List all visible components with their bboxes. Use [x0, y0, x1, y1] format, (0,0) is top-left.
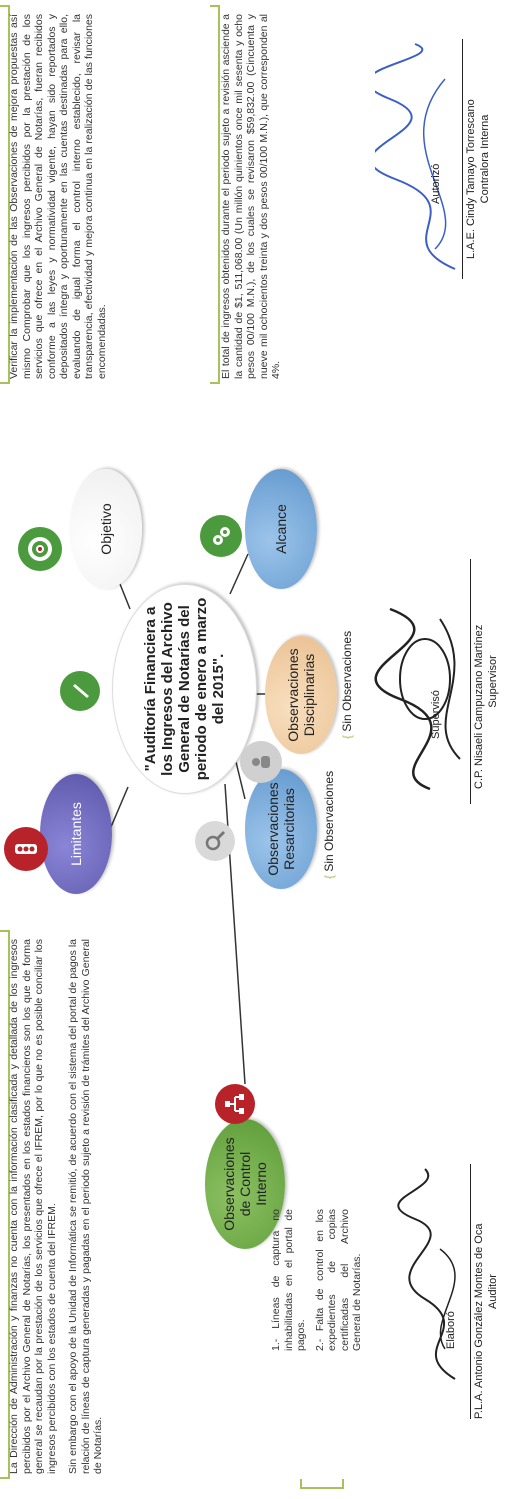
node-limitantes: Limitantes: [40, 774, 112, 894]
objetivo-text: Verificar la implementación de las Obser…: [8, 14, 117, 379]
elaboro-name: P.L.A. Antonio González Montes de Oca: [473, 1223, 485, 1419]
superviso-label: Supervisó: [430, 690, 442, 739]
gears-icon: [200, 515, 242, 557]
node-alcance-label: Alcance: [273, 504, 289, 554]
alcance-paragraph: El total de ingresos obtenidos durante e…: [220, 14, 282, 379]
elaboro-label: Elaboró: [445, 1311, 457, 1349]
disciplinarias-status: Sin Observaciones: [340, 630, 354, 732]
control-interno-text: 1.- Líneas de captura no inhabilitadas e…: [270, 1209, 373, 1351]
node-resarcitorias-label: Observaciones Resarcitorias: [265, 782, 297, 876]
target-icon: [18, 527, 62, 571]
superviso-name: C.P. Nisaeli Campuzano Martínez: [473, 624, 485, 789]
autorizo-name: L.A.E. Cindy Tamayo Torrescano: [465, 99, 477, 259]
control-interno-item-1: 1.- Líneas de captura no inhabilitadas e…: [270, 1209, 307, 1351]
elaboro-role: Auditor: [487, 1274, 499, 1309]
traffic-light-icon: [4, 827, 48, 871]
superviso-role: Supervisor: [487, 655, 499, 708]
node-resarcitorias: Observaciones Resarcitorias: [245, 769, 317, 889]
org-chart-icon: [215, 1084, 255, 1124]
control-interno-item-2: 2.- Falta de control en los expedientes …: [313, 1209, 364, 1351]
limitantes-paragraph-1: La Dirección de Administración y finanza…: [8, 939, 58, 1474]
elaboro-rule: [470, 1164, 471, 1419]
limitantes-paragraph-2: Sin embargo con el apoyo de la Unidad de…: [67, 939, 104, 1474]
resarcitorias-status: Sin Observaciones: [322, 770, 336, 872]
superviso-rule: [470, 559, 471, 804]
limitantes-text: La Dirección de Administración y finanza…: [8, 939, 114, 1474]
node-disciplinarias: Observaciones Disciplinarias: [265, 636, 337, 754]
objetivo-paragraph: Verificar la implementación de las Obser…: [8, 14, 108, 379]
node-alcance: Alcance: [245, 469, 317, 589]
node-disciplinarias-label: Observaciones Disciplinarias: [285, 648, 317, 742]
node-objetivo-label: Objetivo: [98, 503, 114, 555]
central-title: "Auditoría Financiera a los Ingresos del…: [142, 597, 227, 781]
disciplinarias-text: { Sin Observaciones: [340, 630, 354, 739]
control-interno-bracket: [300, 1479, 344, 1489]
node-objetivo: Objetivo: [70, 469, 142, 589]
signature-autorizo: [375, 43, 456, 270]
resarcitorias-text: { Sin Observaciones: [322, 770, 336, 879]
alcance-text: El total de ingresos obtenidos durante e…: [220, 14, 292, 379]
line-alcance: [229, 553, 249, 595]
central-topic: "Auditoría Financiera a los Ingresos del…: [112, 584, 257, 794]
node-control-interno-label: Observaciones de Control Interno: [221, 1137, 269, 1231]
signature-superviso: [374, 607, 461, 791]
people-icon: [240, 741, 282, 783]
magnifier-icon: [195, 821, 235, 861]
signature-elaboro: [397, 1168, 456, 1380]
autorizo-rule: [462, 39, 463, 279]
pen-icon: [60, 671, 100, 711]
autorizo-label: Autorizó: [430, 163, 442, 204]
node-limitantes-label: Limitantes: [68, 802, 84, 866]
autorizo-role: Contralora Interna: [479, 114, 491, 204]
alcance-bracket: [210, 5, 220, 384]
